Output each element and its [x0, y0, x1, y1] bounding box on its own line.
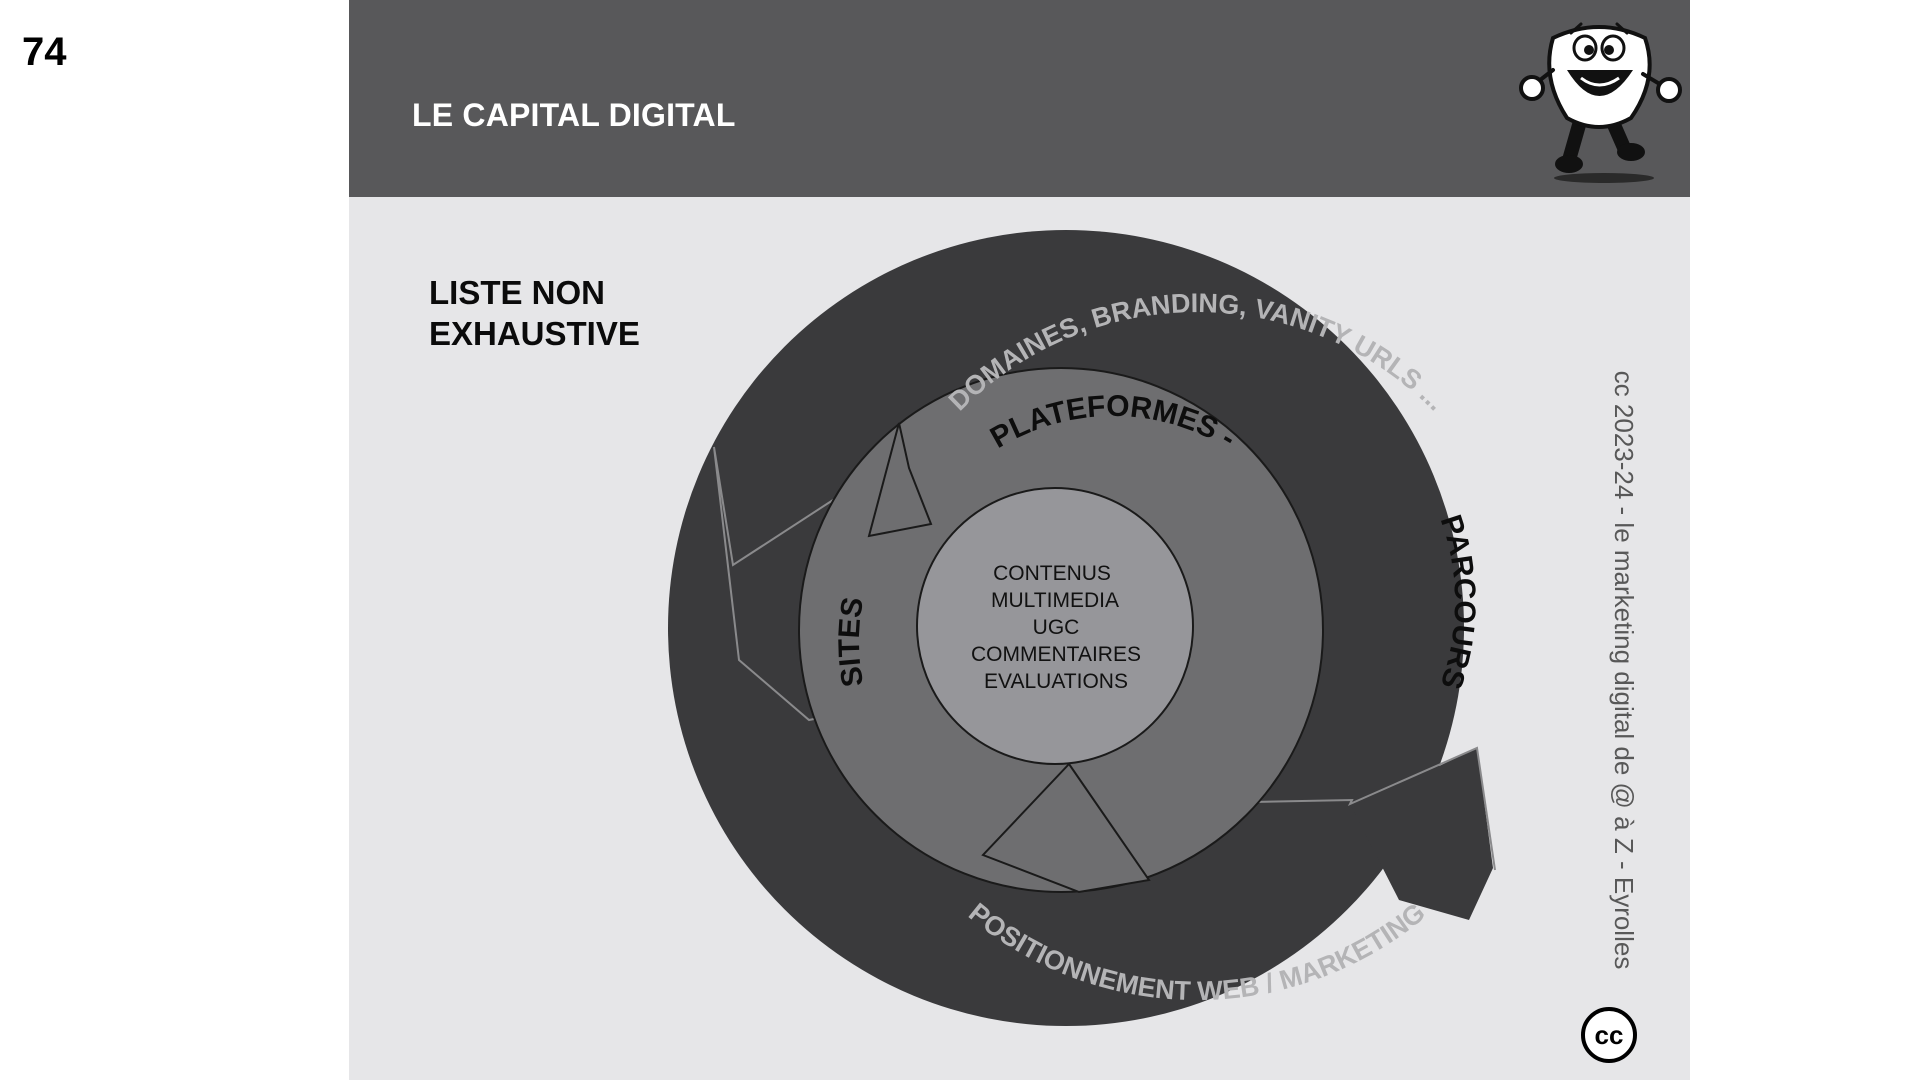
- center-line: MULTIMEDIA: [991, 589, 1119, 612]
- outer-ring-arrow-right: [1350, 748, 1493, 920]
- mascot-icon: [1519, 22, 1682, 183]
- license-badge-text: cc: [1595, 1020, 1624, 1050]
- note-line: EXHAUSTIVE: [429, 315, 640, 352]
- capital-digital-diagram: DOMAINES, BRANDING, VANITY URLS ... POSI…: [668, 230, 1496, 1026]
- note-list-non-exhaustive: LISTE NON EXHAUSTIVE: [429, 272, 640, 354]
- center-line: UGC: [1033, 616, 1080, 639]
- outer-ring-arrow-right-edge: [1252, 746, 1496, 871]
- creative-commons-icon: cc: [1581, 1007, 1637, 1063]
- center-circle: [916, 487, 1194, 765]
- slide-header: LE CAPITAL DIGITAL: [349, 0, 1690, 197]
- middle-ring-left-label: SITES: [833, 595, 870, 689]
- middle-ring-arrow-bottom: [981, 762, 1151, 894]
- center-line: COMMENTAIRES: [971, 643, 1141, 666]
- middle-ring-arrow-top: [867, 422, 933, 538]
- copyright-credit: cc 2023-24 - le marketing digital de @ à…: [1609, 370, 1639, 970]
- note-line: LISTE NON: [429, 274, 606, 311]
- slide: LE CAPITAL DIGITAL LISTE NON EXHAUSTIVE: [349, 0, 1690, 1080]
- center-line: CONTENUS: [993, 562, 1111, 585]
- slide-title: LE CAPITAL DIGITAL: [412, 97, 736, 133]
- center-line: EVALUATIONS: [984, 670, 1128, 693]
- page-number: 74: [22, 30, 67, 74]
